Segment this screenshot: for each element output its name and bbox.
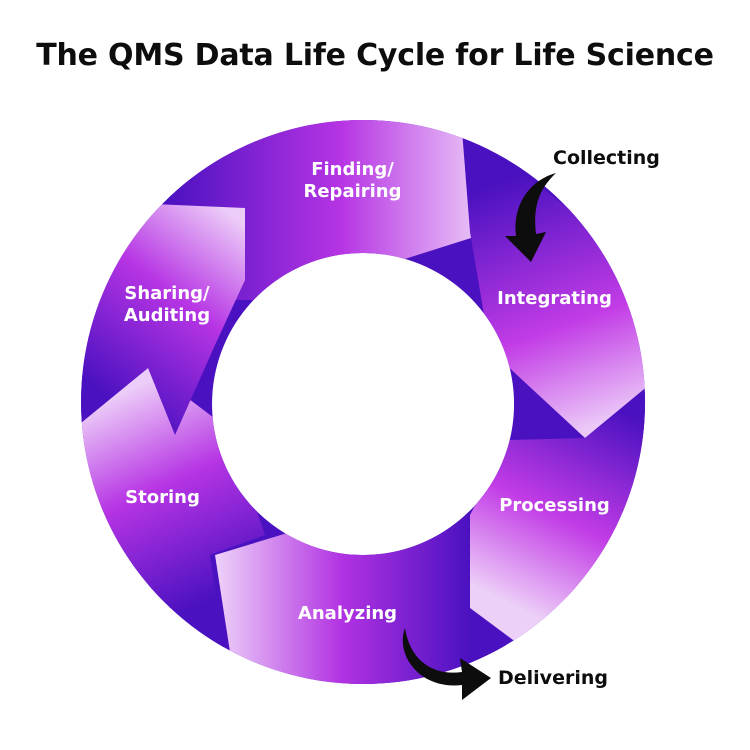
segment-integrating <box>462 130 646 438</box>
stage-label-integrating: Integrating <box>497 288 612 309</box>
collecting-label: Collecting <box>553 147 660 169</box>
stage-label-storing: Storing <box>125 487 200 508</box>
diagram-title: The QMS Data Life Cycle for Life Science <box>36 38 714 73</box>
stage-label-processing: Processing <box>499 495 610 516</box>
stage-label-sharing-auditing: Sharing/Auditing <box>123 283 211 326</box>
delivering-arrow-icon <box>402 628 491 700</box>
segment-analyzing <box>200 512 560 684</box>
collecting-arrow-icon <box>505 173 556 262</box>
delivering-label: Delivering <box>498 667 608 689</box>
stage-label-finding-repairing: Finding/Repairing <box>303 159 402 202</box>
stage-label-analyzing: Analyzing <box>297 603 398 624</box>
